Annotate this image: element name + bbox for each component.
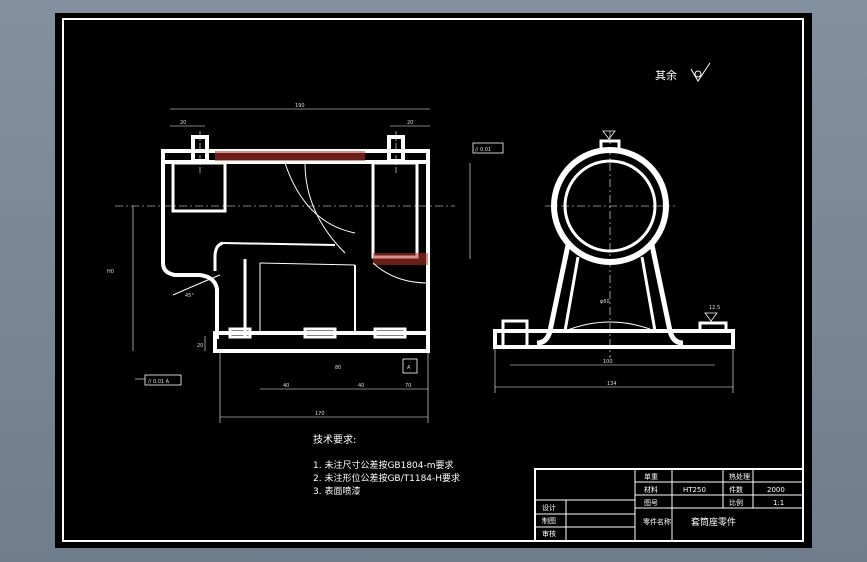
dim-overall-width: 134 [607, 381, 617, 387]
unit-weight-label: 单重 [644, 472, 658, 481]
dim-left-flange: 20 [180, 120, 186, 126]
qty-label: 件数 [729, 485, 743, 494]
scale-value: 1:1 [773, 499, 784, 507]
dim-overall-length: 190 [295, 103, 305, 109]
side-view [493, 130, 735, 393]
roughness-note: 其余 [655, 68, 677, 82]
tech-title: 技术要求: [313, 433, 356, 446]
material-value: HT250 [683, 486, 706, 494]
tol-parallelism: // 0.01 [475, 147, 491, 153]
tech-item-2: 2. 未注形位公差按GB/T1184-H要求 [313, 472, 460, 484]
dim-bore-dia: φ60 [600, 299, 610, 305]
tech-item-3: 3. 表面喷漆 [313, 485, 360, 497]
dim-foot-span-2: 40 [358, 383, 364, 389]
dim-bore-spacing: 100 [603, 359, 613, 365]
dim-mid-span: 80 [335, 365, 341, 371]
scale-label: 比例 [729, 498, 743, 507]
qty-value: 2000 [767, 486, 785, 494]
dim-foot-span-3: 70 [405, 383, 411, 389]
process-label: 热处理 [729, 472, 750, 481]
title-block [534, 468, 804, 542]
datum-a-label: A [407, 365, 411, 371]
tol-datum-parallel: // 0.01 A [148, 379, 170, 385]
roughness-symbol-icon [690, 62, 711, 82]
drawing-sheet[interactable]: 其余 [55, 13, 812, 548]
drawing-border [62, 18, 804, 542]
material-label: 材料 [644, 485, 658, 494]
dim-right-flange: 20 [407, 120, 413, 126]
dim-chamfer: 45° [185, 293, 194, 299]
roughness-circle-icon [694, 70, 702, 78]
front-view [115, 108, 504, 423]
part-name-label: 零件名称 [643, 517, 671, 526]
draw-label: 制图 [542, 516, 556, 525]
check-label: 审核 [542, 529, 556, 538]
design-label: 设计 [542, 503, 556, 512]
drawing-no-label: 图号 [644, 499, 658, 507]
engineering-drawing: 其余 [62, 18, 804, 542]
dim-height: H0 [107, 269, 114, 275]
dim-base-height: 20 [197, 343, 203, 349]
dim-overall-base: 170 [315, 411, 325, 417]
drawing-name: 套筒座零件 [691, 516, 736, 528]
dim-roughness-value: 12.5 [709, 305, 720, 311]
tech-item-1: 1. 未注尺寸公差按GB1804-m要求 [313, 459, 454, 471]
dim-foot-span-1: 40 [283, 383, 289, 389]
